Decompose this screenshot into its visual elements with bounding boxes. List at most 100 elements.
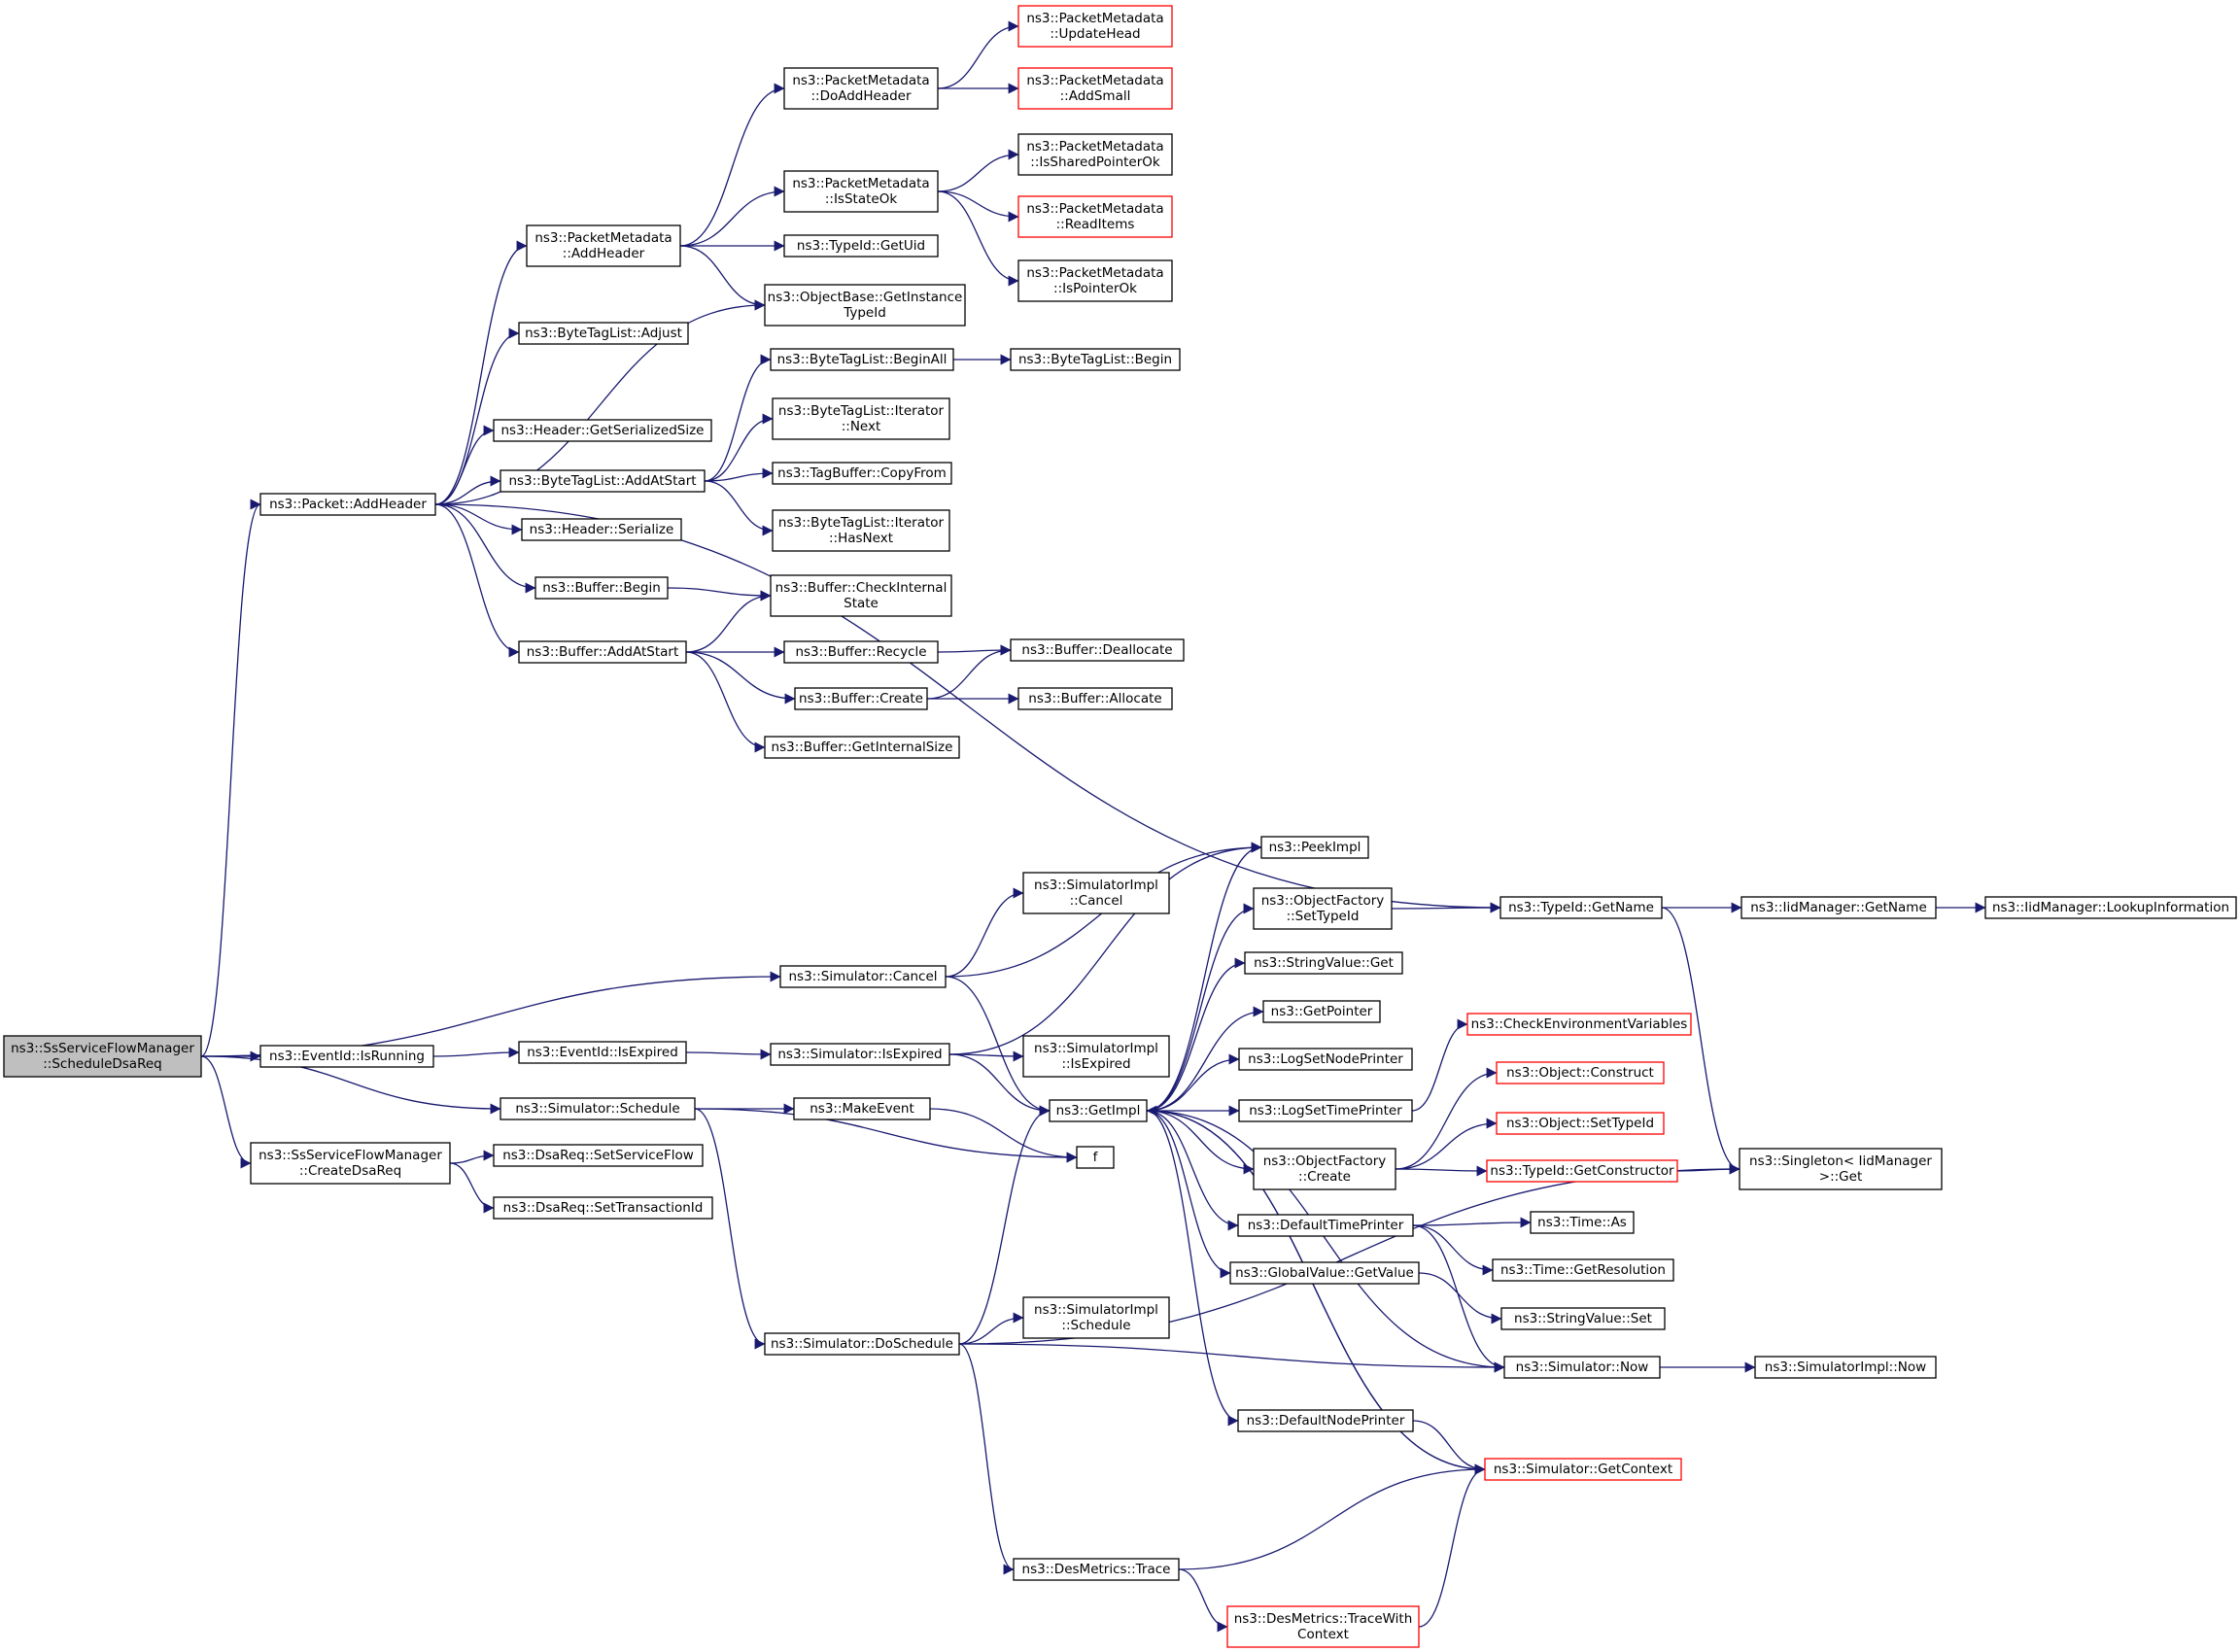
node-box (779, 965, 947, 988)
function-node-checkEnvVars[interactable]: ns3::CheckEnvironmentVariables (1466, 1013, 1692, 1036)
function-node-bufCreate[interactable]: ns3::Buffer::Create (794, 687, 928, 710)
function-node-typeIdGetName[interactable]: ns3::TypeId::GetName (1499, 896, 1663, 919)
function-node-bufGetInternalSize[interactable]: ns3::Buffer::GetInternalSize (764, 736, 960, 759)
function-node-simImplIsExpired[interactable]: ns3::SimulatorImpl::IsExpired (1022, 1035, 1170, 1078)
function-node-btlIterHasNext[interactable]: ns3::ByteTagList::Iterator::HasNext (772, 509, 950, 552)
function-node-defNodePrinter[interactable]: ns3::DefaultNodePrinter (1237, 1409, 1414, 1432)
function-node-pmIsPointerOk[interactable]: ns3::PacketMetadata::IsPointerOk (1017, 259, 1173, 302)
function-node-simCancel[interactable]: ns3::Simulator::Cancel (779, 965, 947, 988)
function-node-pmAddHeader[interactable]: ns3::PacketMetadata::AddHeader (526, 224, 681, 267)
function-node-bufRecycle[interactable]: ns3::Buffer::Recycle (783, 640, 939, 664)
call-edge-simSchedule-to-f (694, 1108, 1078, 1163)
function-node-bufAddAtStart[interactable]: ns3::Buffer::AddAtStart (518, 640, 687, 664)
node-box (1017, 195, 1173, 238)
function-node-pmUpdateHead[interactable]: ns3::PacketMetadata::UpdateHead (1017, 5, 1173, 48)
function-node-strValSet[interactable]: ns3::StringValue::Set (1500, 1307, 1666, 1330)
function-node-objConstruct[interactable]: ns3::Object::Construct (1496, 1061, 1665, 1084)
node-label: ns3::MakeEvent (810, 1101, 914, 1117)
function-node-simGetContext[interactable]: ns3::Simulator::GetContext (1484, 1458, 1682, 1481)
call-edge-addHeaderPkt-to-objGetInstTypeId (434, 299, 766, 505)
function-node-createDsaReq[interactable]: ns3::SsServiceFlowManager::CreateDsaReq (250, 1142, 451, 1185)
function-node-strValGet[interactable]: ns3::StringValue::Get (1244, 951, 1403, 975)
node-box (250, 1142, 451, 1185)
node-box (1253, 887, 1393, 930)
node-box (518, 1041, 687, 1064)
node-label: ns3::DesMetrics::Trace (1022, 1562, 1171, 1577)
node-label: ns3::PacketMetadata (1026, 265, 1163, 281)
function-node-tagBufCopyFrom[interactable]: ns3::TagBuffer::CopyFrom (772, 462, 952, 485)
function-node-simDoSchedule[interactable]: ns3::Simulator::DoSchedule (764, 1332, 960, 1356)
node-label: ::CreateDsaReq (299, 1163, 401, 1179)
function-node-pmReadItems[interactable]: ns3::PacketMetadata::ReadItems (1017, 195, 1173, 238)
function-node-root[interactable]: ns3::SsServiceFlowManager::ScheduleDsaRe… (3, 1035, 202, 1078)
function-node-simSchedule[interactable]: ns3::Simulator::Schedule (500, 1097, 696, 1120)
call-edges (200, 20, 1986, 1633)
node-label: ns3::LogSetNodePrinter (1248, 1051, 1403, 1067)
call-edge-pmIsStateOk-to-pmIsPointerOk (937, 190, 1019, 287)
node-label: >::Get (1819, 1169, 1862, 1185)
function-node-btlIterNext[interactable]: ns3::ByteTagList::Iterator::Next (772, 397, 950, 440)
function-node-addHeaderPkt[interactable]: ns3::Packet::AddHeader (259, 493, 436, 516)
node-box (1238, 1099, 1413, 1122)
function-node-simImplSchedule[interactable]: ns3::SimulatorImpl::Schedule (1022, 1296, 1170, 1339)
function-node-bufBegin[interactable]: ns3::Buffer::Begin (534, 576, 669, 600)
node-box (1503, 1356, 1661, 1379)
function-node-singletonGet[interactable]: ns3::Singleton< IidManager >::Get (1739, 1148, 1943, 1190)
function-node-simIsExpired[interactable]: ns3::Simulator::IsExpired (770, 1043, 950, 1066)
node-label: ns3::Time::GetResolution (1500, 1262, 1666, 1278)
function-node-typeIdGetCtor[interactable]: ns3::TypeId::GetConstructor (1486, 1159, 1678, 1183)
function-node-typeIdGetUid[interactable]: ns3::TypeId::GetUid (783, 234, 939, 258)
function-node-dsaSetSvcFlow[interactable]: ns3::DsaReq::SetServiceFlow (493, 1144, 704, 1167)
function-node-gvGetValue[interactable]: ns3::GlobalValue::GetValue (1229, 1261, 1420, 1285)
node-label: ::HasNext (829, 531, 893, 546)
function-node-hdrGetSerSize[interactable]: ns3::Header::GetSerializedSize (493, 419, 712, 442)
function-node-timeAs[interactable]: ns3::Time::As (1530, 1211, 1635, 1234)
function-node-peekImpl[interactable]: ns3::PeekImpl (1260, 836, 1369, 859)
function-node-f[interactable]: f (1076, 1146, 1115, 1169)
function-node-pmIsSharedPtrOk[interactable]: ns3::PacketMetadata::IsSharedPointerOk (1017, 133, 1173, 176)
call-edge-simGetContext-to-getImpl (1146, 1105, 1486, 1470)
function-node-logSetNodePrinter[interactable]: ns3::LogSetNodePrinter (1238, 1048, 1413, 1071)
function-node-ofCreate[interactable]: ns3::ObjectFactory::Create (1253, 1148, 1396, 1190)
function-node-pmDoAddHeader[interactable]: ns3::PacketMetadata::DoAddHeader (783, 67, 939, 110)
function-node-eventIsExpired[interactable]: ns3::EventId::IsExpired (518, 1041, 687, 1064)
call-edge-pmAddHeader-to-objGetInstTypeId (679, 245, 766, 311)
function-node-btlBeginAll[interactable]: ns3::ByteTagList::BeginAll (770, 348, 954, 371)
node-label: ns3::ByteTagList::Adjust (525, 326, 682, 341)
function-node-iidGetName[interactable]: ns3::IidManager::GetName (1740, 896, 1937, 919)
node-label: ns3::Buffer::Allocate (1028, 691, 1161, 706)
node-label: ns3::TypeId::GetConstructor (1490, 1163, 1674, 1179)
function-node-objSetTypeId[interactable]: ns3::Object::SetTypeId (1496, 1112, 1665, 1135)
function-node-simNow[interactable]: ns3::Simulator::Now (1503, 1356, 1661, 1379)
function-node-logSetTimePrinter[interactable]: ns3::LogSetTimePrinter (1238, 1099, 1413, 1122)
function-node-eventIsRunning[interactable]: ns3::EventId::IsRunning (259, 1045, 434, 1068)
function-node-getImpl[interactable]: ns3::GetImpl (1049, 1099, 1148, 1122)
function-node-pmAddSmall[interactable]: ns3::PacketMetadata::AddSmall (1017, 67, 1173, 110)
function-node-ofSetTypeId[interactable]: ns3::ObjectFactory::SetTypeId (1253, 887, 1393, 930)
call-edge-addHeaderPkt-to-pmAddHeader (434, 240, 528, 505)
function-node-bufDeallocate[interactable]: ns3::Buffer::Deallocate (1010, 638, 1185, 662)
function-node-btlBegin[interactable]: ns3::ByteTagList::Begin (1010, 348, 1181, 371)
node-label: ns3::IidManager::GetName (1750, 900, 1927, 915)
function-node-makeEvent[interactable]: ns3::MakeEvent (793, 1097, 931, 1120)
function-node-hdrSerialize[interactable]: ns3::Header::Serialize (521, 518, 682, 541)
function-node-timeGetRes[interactable]: ns3::Time::GetResolution (1492, 1258, 1674, 1282)
function-node-dsaSetTransId[interactable]: ns3::DsaReq::SetTransactionId (493, 1196, 713, 1220)
function-node-iidLookupInfo[interactable]: ns3::IidManager::LookupInformation (1984, 896, 2237, 919)
function-node-btlAddAtStart[interactable]: ns3::ByteTagList::AddAtStart (500, 469, 706, 493)
function-node-pmIsStateOk[interactable]: ns3::PacketMetadata::IsStateOk (783, 170, 939, 213)
node-label: ns3::Packet::AddHeader (269, 497, 427, 512)
function-node-bufAllocate[interactable]: ns3::Buffer::Allocate (1017, 687, 1173, 710)
node-label: ns3::Buffer::Deallocate (1021, 642, 1172, 658)
function-node-btlAdjust[interactable]: ns3::ByteTagList::Adjust (518, 322, 689, 345)
function-node-defTimePrinter[interactable]: ns3::DefaultTimePrinter (1237, 1214, 1414, 1237)
function-node-desTrace[interactable]: ns3::DesMetrics::Trace (1013, 1558, 1180, 1581)
function-node-simImplCancel[interactable]: ns3::SimulatorImpl::Cancel (1022, 872, 1170, 914)
function-node-getPointer[interactable]: ns3::GetPointer (1262, 1000, 1381, 1023)
function-node-simImplNow[interactable]: ns3::SimulatorImpl::Now (1754, 1356, 1937, 1379)
node-label: ns3::PacketMetadata (1026, 73, 1163, 88)
call-edge-createDsaReq-to-dsaSetTransId (449, 1162, 495, 1214)
